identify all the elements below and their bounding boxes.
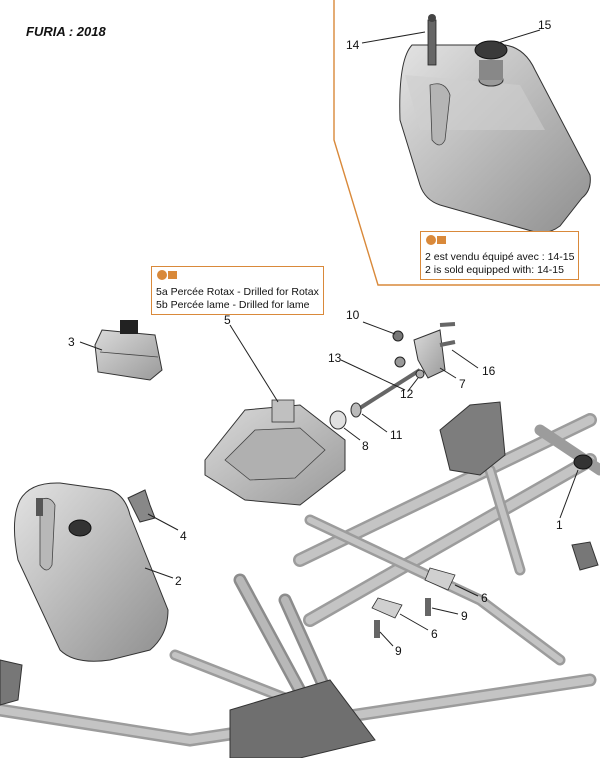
callout-3: 3 xyxy=(68,335,75,349)
note-tank-line2: 2 is sold equipped with: 14-15 xyxy=(425,264,564,276)
part-1 xyxy=(573,454,593,470)
hub-right xyxy=(571,541,599,571)
callout-10: 10 xyxy=(346,308,360,322)
page-title: FURIA : 2018 xyxy=(26,24,106,39)
callout-12: 12 xyxy=(400,387,414,401)
callout-6a: 6 xyxy=(481,591,488,605)
note-bracket: 5a Percée Rotax - Drilled for Rotax 5b P… xyxy=(151,266,324,315)
part-3 xyxy=(94,320,163,381)
callout-7: 7 xyxy=(459,377,466,391)
part-4 xyxy=(127,489,156,523)
callout-6b: 6 xyxy=(431,627,438,641)
part-6a xyxy=(424,567,456,591)
callout-11: 11 xyxy=(390,428,403,442)
callout-8: 8 xyxy=(362,439,369,453)
callout-16: 16 xyxy=(482,364,496,378)
note-tank-line1: 2 est vendu équipé avec : 14-15 xyxy=(425,251,575,263)
part-9a xyxy=(425,598,431,616)
inset-border xyxy=(333,0,600,286)
frame-bracket xyxy=(439,401,506,476)
hardware xyxy=(329,322,456,430)
note-bracket-line2: 5b Percée lame - Drilled for lame xyxy=(156,299,310,311)
leader-lines xyxy=(79,29,579,647)
callout-14: 14 xyxy=(346,38,360,52)
callout-15: 15 xyxy=(538,18,552,32)
part-9b xyxy=(374,620,380,638)
seat-plate xyxy=(229,679,376,758)
callout-1: 1 xyxy=(556,518,563,532)
callout-13: 13 xyxy=(328,351,342,365)
hub-left xyxy=(0,659,23,706)
callout-5: 5 xyxy=(224,313,231,327)
info-badge-icon xyxy=(426,235,446,245)
callout-9b: 9 xyxy=(395,644,402,658)
callout-4: 4 xyxy=(180,529,187,543)
kart-frame xyxy=(0,413,600,747)
part-2 xyxy=(14,482,169,662)
part-6b xyxy=(371,597,403,619)
part-5 xyxy=(204,399,346,506)
note-bracket-line1: 5a Percée Rotax - Drilled for Rotax xyxy=(156,286,319,298)
info-badge-icon xyxy=(157,270,177,280)
tank-inset xyxy=(399,14,591,234)
callout-9a: 9 xyxy=(461,609,468,623)
callout-2: 2 xyxy=(175,574,182,588)
note-tank: 2 est vendu équipé avec : 14-15 2 is sol… xyxy=(420,231,580,280)
